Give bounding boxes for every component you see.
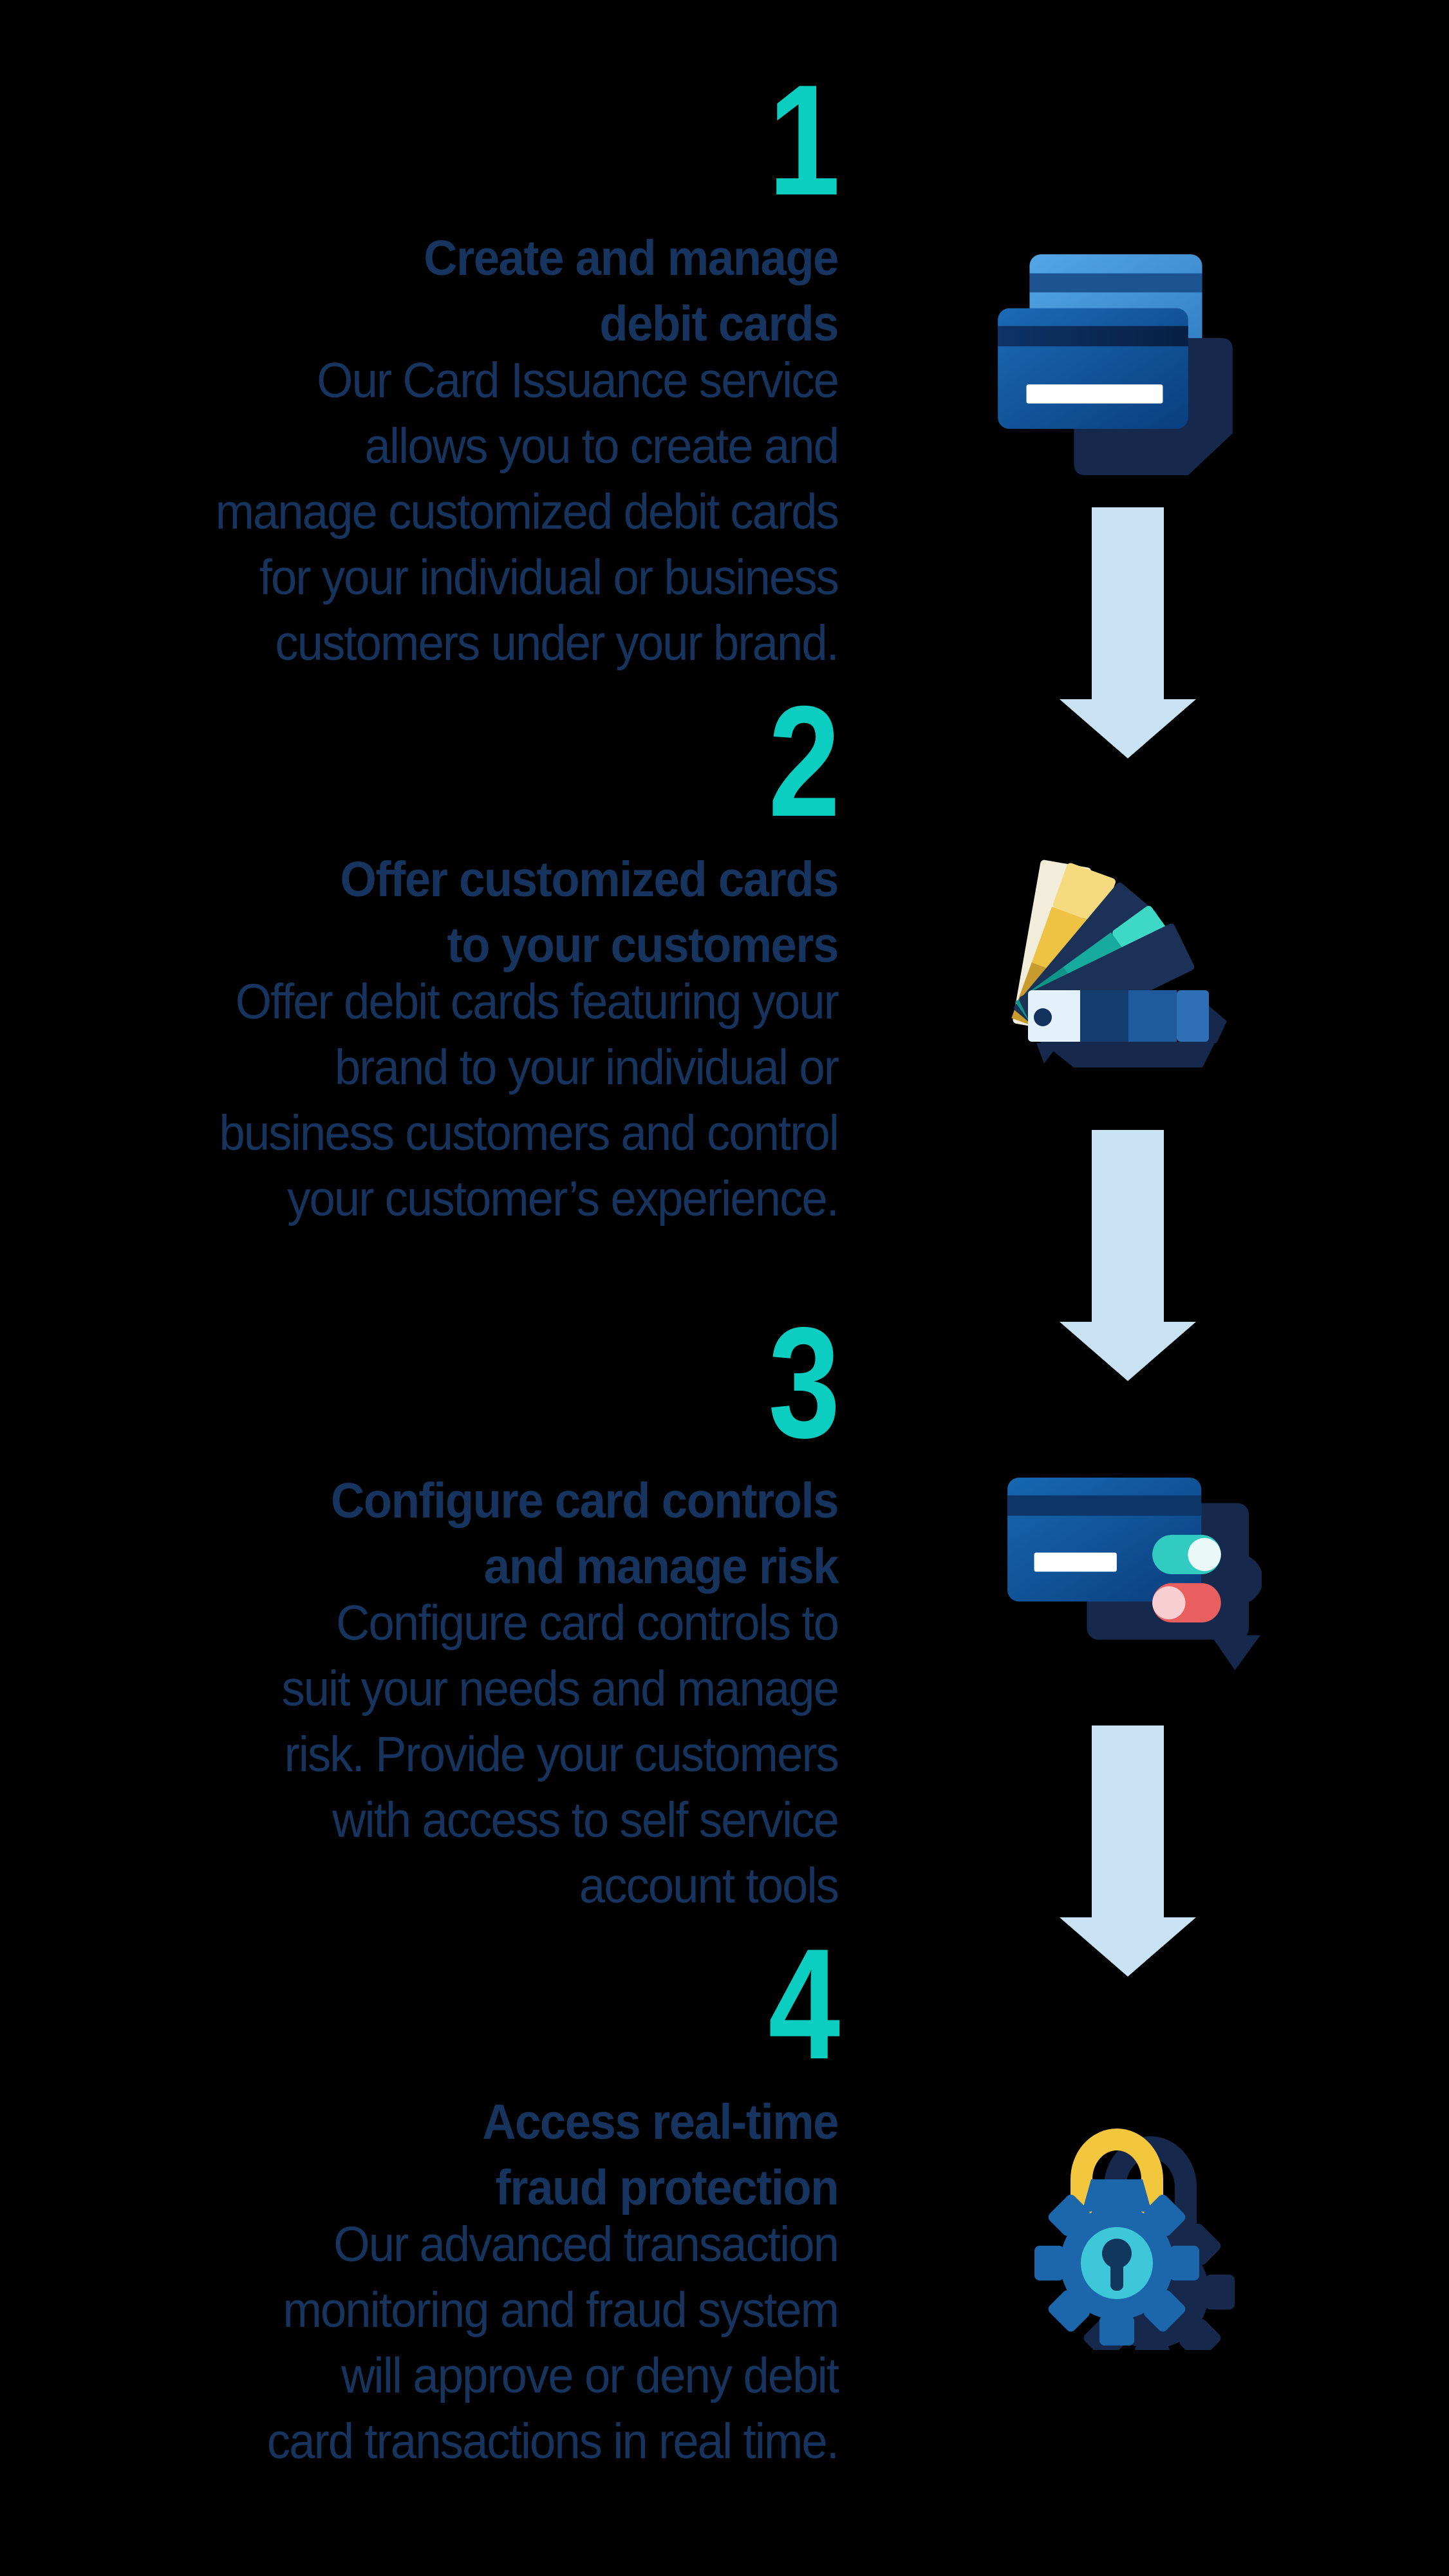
step-1-number: 1 — [768, 52, 841, 228]
step-4-heading: Access real-time fraud protection — [482, 2094, 839, 2215]
step-3-description: Configure card controls to suit your nee… — [281, 1595, 839, 1913]
down-arrow-icon — [1060, 1725, 1196, 1977]
swatch-front — [1028, 990, 1209, 1042]
down-arrow-icon — [1060, 1130, 1196, 1381]
card-toggles-icon — [1007, 1478, 1262, 1671]
toggle-on-knob — [1188, 1537, 1221, 1572]
lock-gear-icon — [1034, 2129, 1235, 2350]
swatch-rivet — [1034, 1008, 1052, 1026]
step-2-number: 2 — [768, 673, 841, 849]
step-4-number: 4 — [768, 1915, 841, 2092]
step-4-description: Our advanced transaction monitoring and … — [266, 2217, 839, 2469]
keyhole-icon — [1102, 2239, 1132, 2291]
front-card — [998, 308, 1188, 429]
toggle-off — [1152, 1583, 1221, 1623]
step-3-number: 3 — [768, 1294, 841, 1471]
down-arrow-icon — [1060, 507, 1196, 758]
step-2-heading: Offer customized cards to your customers — [340, 852, 839, 973]
step-1-description: Our Card Issuance service allows you to … — [215, 353, 839, 671]
step-2-description: Offer debit cards featuring your brand t… — [219, 974, 839, 1227]
step-3-heading: Configure card controls and manage risk — [331, 1473, 839, 1594]
card-stack-icon — [998, 254, 1233, 476]
gear-body — [1034, 2179, 1199, 2346]
lock-shackle — [1070, 2129, 1163, 2241]
toggle-on — [1152, 1534, 1221, 1575]
toggle-off-knob — [1152, 1586, 1186, 1620]
color-swatch-fan-icon — [1011, 860, 1227, 1067]
debit-card — [1007, 1478, 1202, 1602]
step-1-heading: Create and manage debit cards — [424, 230, 839, 352]
